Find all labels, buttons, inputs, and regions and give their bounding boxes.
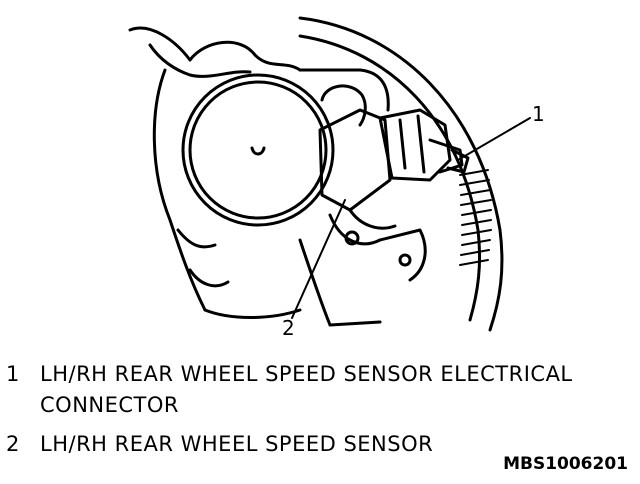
sensor-body	[318, 108, 392, 212]
legend: 1 LH/RH REAR WHEEL SPEED SENSOR ELECTRIC…	[0, 362, 640, 463]
bolt-1	[344, 230, 360, 246]
sensor-neck	[348, 208, 397, 230]
connector-terminal	[446, 148, 470, 174]
leader-line-1	[457, 117, 531, 161]
callout-1: 1	[532, 102, 545, 126]
legend-text: LH/RH REAR WHEEL SPEED SENSOR	[40, 432, 434, 456]
lower-arm	[298, 238, 382, 327]
legend-text-continued: CONNECTOR	[40, 393, 179, 417]
backing-plate-inner-arc	[298, 34, 482, 322]
housing-lower	[203, 308, 302, 319]
bolt-2	[398, 253, 412, 267]
housing-outline	[152, 68, 207, 312]
lower-left-detail	[176, 228, 230, 288]
connector-detail	[398, 114, 464, 174]
legend-text: LH/RH REAR WHEEL SPEED SENSOR ELECTRICAL	[40, 362, 573, 386]
hub-center-mark	[250, 146, 266, 156]
backing-plate-outer-arc	[298, 16, 504, 332]
knuckle-upper	[128, 26, 302, 72]
legend-item-2: 2 LH/RH REAR WHEEL SPEED SENSOR	[0, 432, 640, 463]
wheel-speed-sensor-illustration	[128, 16, 531, 332]
sensor-cable-loop	[320, 84, 367, 127]
leader-line-2	[291, 199, 346, 319]
figure-code: MBS1006201	[503, 454, 628, 474]
hub-drum	[181, 73, 335, 227]
housing-bracket	[298, 68, 390, 112]
legend-item-1-continued: CONNECTOR	[0, 393, 640, 424]
knuckle-upper-2	[148, 43, 252, 78]
hub-drum-inner	[188, 80, 328, 220]
electrical-connector	[378, 108, 452, 182]
legend-number: 2	[6, 432, 20, 456]
lower-bracket	[328, 213, 427, 282]
callout-2: 2	[282, 316, 295, 340]
legend-number: 1	[6, 362, 20, 386]
legend-item-1: 1 LH/RH REAR WHEEL SPEED SENSOR ELECTRIC…	[0, 362, 640, 393]
tone-ring	[459, 169, 492, 266]
